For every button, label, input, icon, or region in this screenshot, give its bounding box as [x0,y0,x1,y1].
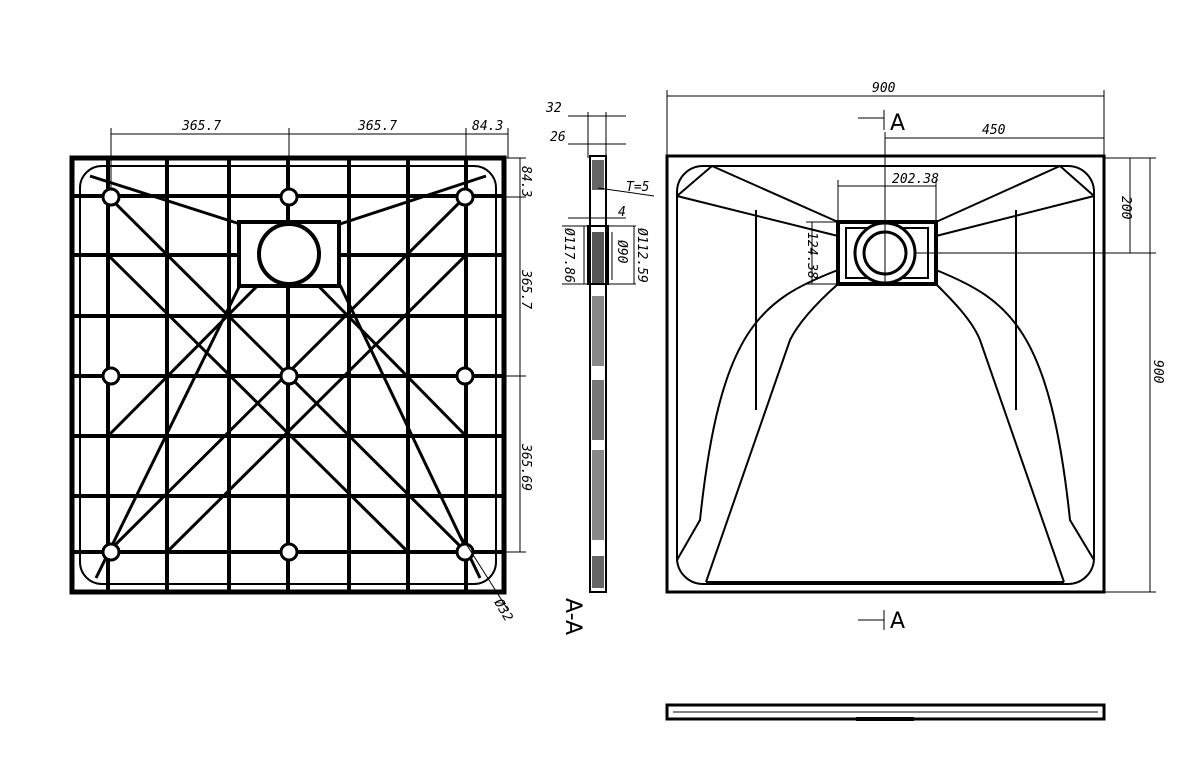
dim-right-mid: 365.7 [518,269,533,309]
dim-height: 900 [1150,360,1165,384]
section-label: A-A [560,598,585,635]
section-dim-lines [562,112,655,285]
dim-top-right: 84.3 [472,119,503,134]
dim-hole-dia: Ø32 [491,597,516,625]
bottom-drain-circle [257,222,321,286]
side-profile [665,703,1106,721]
hole [455,366,475,386]
dim-width: 900 [872,81,896,96]
dim-drain-height: 124.38 [804,232,819,279]
hole [455,542,475,562]
dim-right-top: 84.3 [518,166,533,197]
hole [101,366,121,386]
dim-section-dia-a: Ø117.86 [561,228,576,283]
tray-slopes [676,165,1095,583]
hole [101,542,121,562]
mounting-holes [101,187,475,562]
hole [279,366,299,386]
hole [279,542,299,562]
top-dim-lines [666,90,1156,630]
hole [455,187,475,207]
dim-section-thickness: T=5 [626,180,650,195]
section-mark-bottom: A [890,609,905,634]
dim-section-wall: 4 [618,205,626,220]
dim-section-dia-c: Ø112.59 [634,228,649,283]
dim-top-mid: 365.7 [357,119,397,134]
hole [279,187,299,207]
dim-offset: 200 [1118,196,1133,220]
dim-right-bottom: 365.69 [518,443,533,491]
dim-drain-width: 202.38 [892,172,939,187]
dim-half: 450 [982,123,1006,138]
dim-section-outer: 32 [545,101,562,116]
section-mark-top: A [890,111,905,136]
dim-section-dia-b: Ø90 [614,240,629,264]
hole [101,187,121,207]
section-view: 32 26 T=5 4 Ø117.86 Ø90 Ø112.59 A-A [545,101,655,635]
bottom-view: 365.7 365.7 84.3 84.3 365.7 365.69 Ø32 [69,119,533,625]
dim-top-left: 365.7 [181,119,221,134]
dim-section-inner: 26 [550,130,566,145]
top-view: 900 450 202.38 124.38 200 900 A A [665,81,1165,634]
bottom-dim-lines [110,128,526,611]
